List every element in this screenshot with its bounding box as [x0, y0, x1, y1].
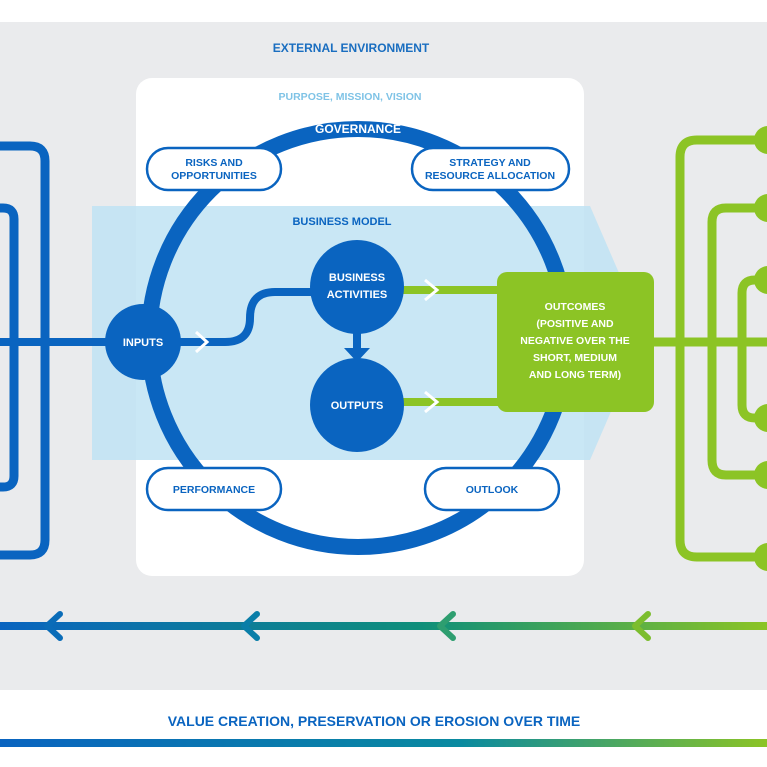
outputs-label: OUTPUTS: [331, 400, 384, 412]
purpose-label: PURPOSE, MISSION, VISION: [279, 91, 422, 103]
inputs-label: INPUTS: [123, 337, 163, 349]
time-flow-line: [0, 622, 767, 630]
outlook-label: OUTLOOK: [466, 484, 519, 496]
business-activities-node: [310, 240, 404, 334]
inputs-node: [105, 304, 181, 380]
outcomes-label-line3: NEGATIVE OVER THE: [520, 335, 630, 347]
external-environment-label: EXTERNAL ENVIRONMENT: [273, 41, 430, 55]
right-capital-nodes: [754, 126, 767, 571]
outcomes-label-line1: OUTCOMES: [545, 301, 606, 313]
down-arrow-icon: [344, 348, 370, 362]
value-creation-label: VALUE CREATION, PRESERVATION OR EROSION …: [168, 713, 581, 729]
strategy-label-line2: RESOURCE ALLOCATION: [425, 170, 555, 182]
outcomes-box: [497, 272, 654, 412]
left-capitals-frame: [0, 141, 50, 560]
business-model-label: BUSINESS MODEL: [292, 216, 391, 228]
risks-label-line1: RISKS AND: [185, 157, 243, 169]
business-activities-label-line2: ACTIVITIES: [327, 289, 388, 301]
business-activities-label-line1: BUSINESS: [329, 272, 385, 284]
risks-box: [145, 146, 283, 192]
activities-arrow-icon: [424, 278, 440, 302]
outputs-arrow-icon: [424, 390, 440, 414]
inputs-arrow-icon: [194, 330, 210, 354]
outcomes-label-line4: SHORT, MEDIUM: [533, 352, 617, 364]
time-arrow-icons: [44, 611, 651, 641]
value-creation-bar: [0, 739, 767, 747]
strategy-box: [410, 146, 571, 192]
outlook-box: [423, 466, 561, 512]
performance-label: PERFORMANCE: [173, 484, 255, 496]
right-capitals-frame: [650, 135, 767, 562]
strategy-label-line1: STRATEGY AND: [449, 157, 531, 169]
performance-box: [145, 466, 283, 512]
outcomes-label-line5: AND LONG TERM): [529, 369, 621, 381]
risks-label-line2: OPPORTUNITIES: [171, 170, 257, 182]
governance-label: GOVERNANCE: [315, 122, 401, 136]
outcomes-label-line2: (POSITIVE AND: [536, 318, 614, 330]
outputs-node: [310, 358, 404, 452]
